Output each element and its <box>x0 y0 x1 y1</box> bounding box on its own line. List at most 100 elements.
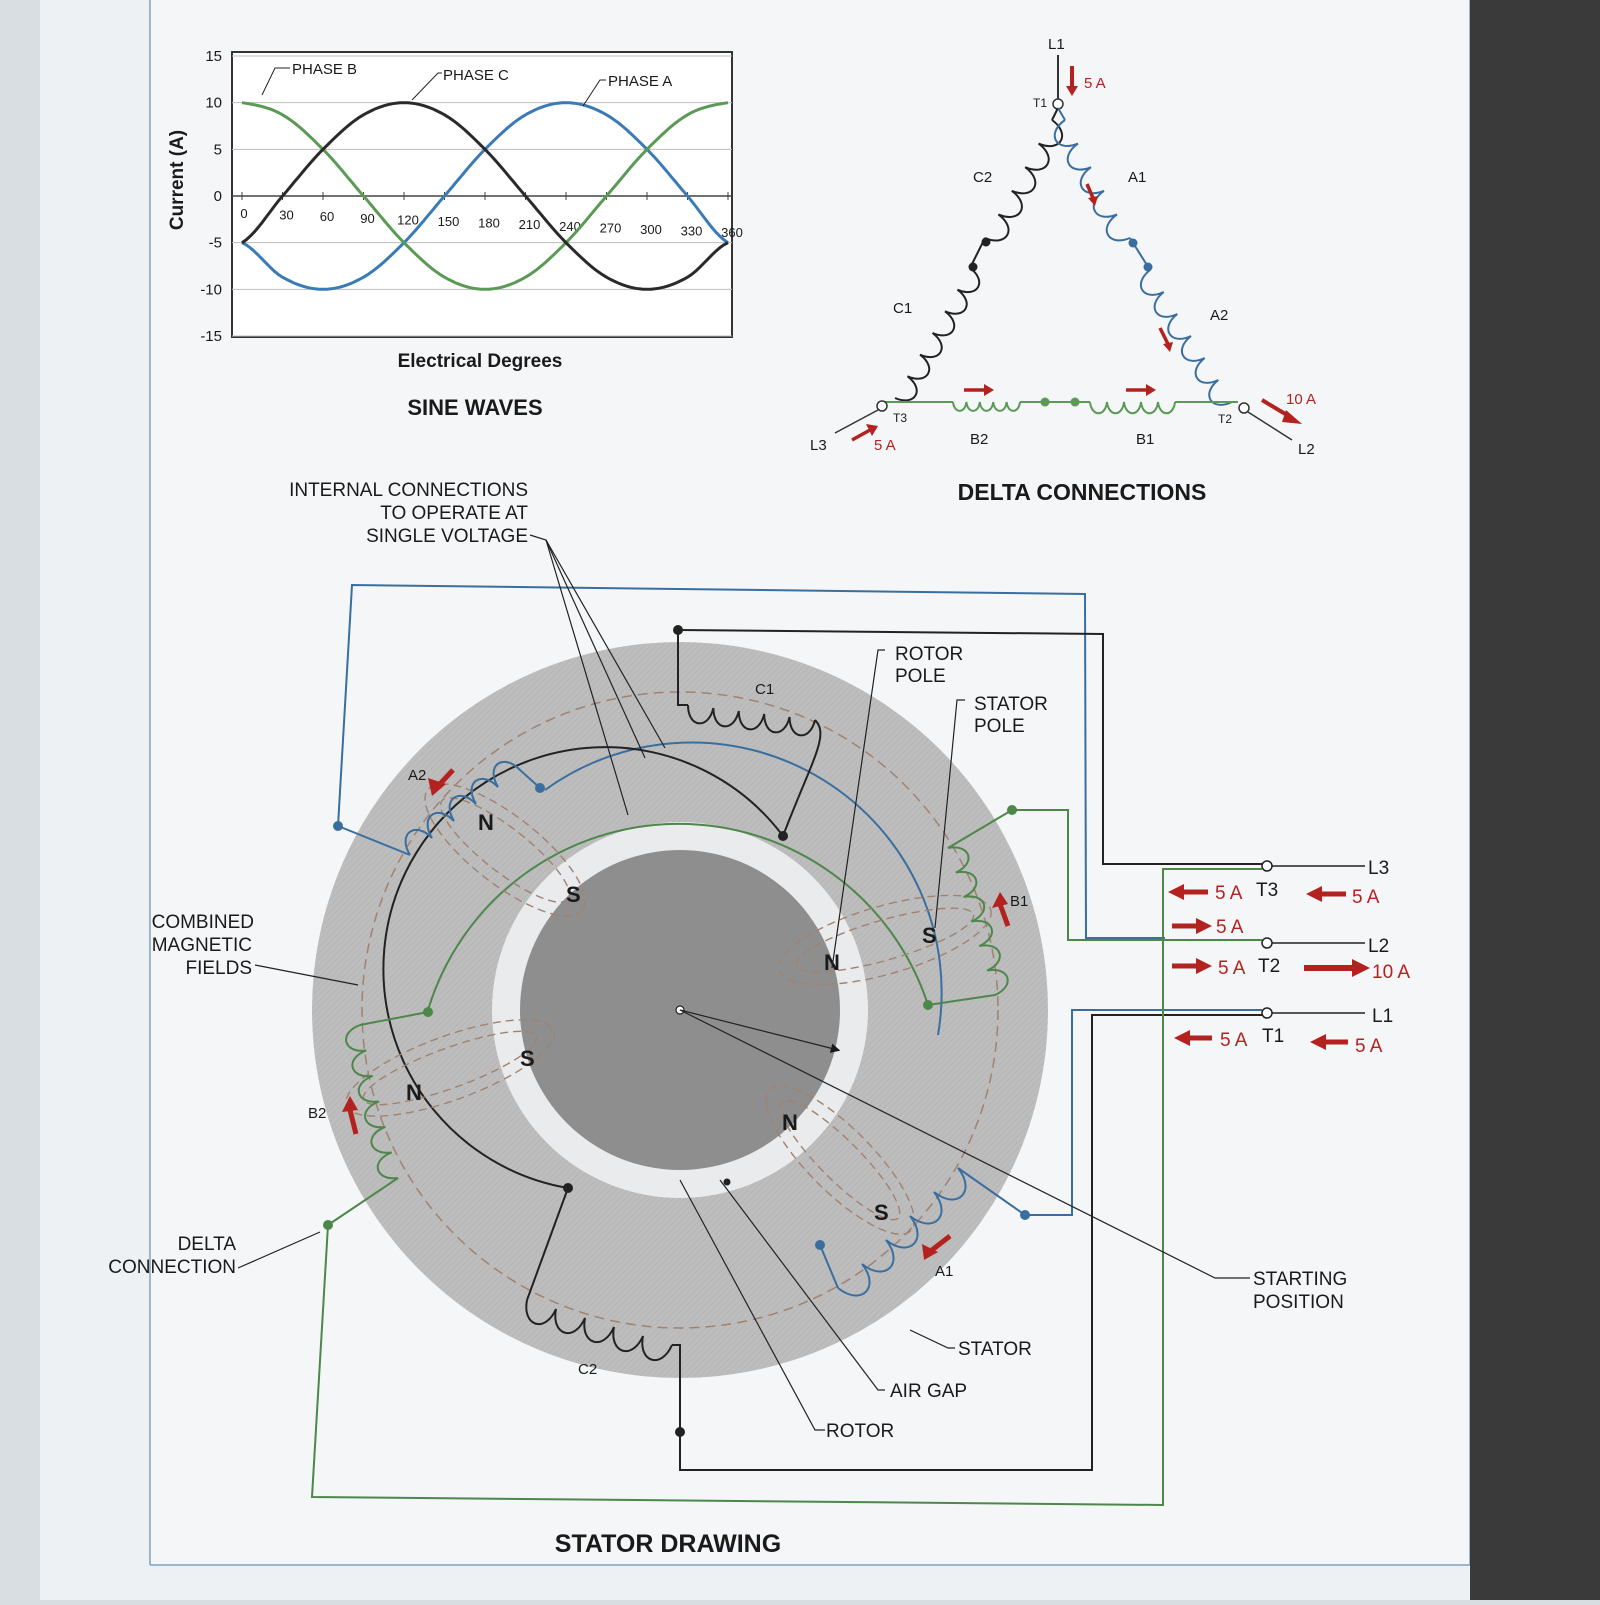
l2-wire <box>1247 411 1293 441</box>
green-external-wire-b2 <box>310 868 1262 1507</box>
callout-rotor-pole-2: POLE <box>895 666 946 687</box>
b-junction-dot-2 <box>1070 397 1080 407</box>
b1-lead <box>947 809 1013 849</box>
x-tick-label: 270 <box>600 220 622 235</box>
y-tick-label: -5 <box>209 235 222 252</box>
y-axis-label: Current (A) <box>167 130 188 230</box>
stator-t1-label: T1 <box>1262 1026 1284 1047</box>
t1-current-arrows: 5 A 5 A <box>1174 1030 1383 1057</box>
junction-c1-top <box>673 625 683 635</box>
phase-b-label: PHASE B <box>292 61 357 78</box>
pole-n-a2: N <box>478 810 494 835</box>
callout-delta-1: DELTA <box>178 1234 237 1255</box>
stator-l1-label: L1 <box>1372 1006 1393 1027</box>
l3-wire <box>834 409 879 434</box>
delta-a2-label: A2 <box>1210 307 1228 324</box>
c1-lead <box>677 630 688 706</box>
callout-stator-pole-1: STATOR <box>974 694 1048 715</box>
field-loop-a2 <box>424 783 586 917</box>
stator-title: STATOR DRAWING <box>555 1530 781 1558</box>
stator-drawing: N S N S S N N S C1 C2 A2 B1 B2 A1 <box>108 480 1410 1558</box>
blue-external-wire <box>337 583 1165 939</box>
stator-t3-label: T3 <box>1256 880 1278 901</box>
l3-current-arrow <box>851 428 871 442</box>
callout-delta-2: CONNECTION <box>108 1257 236 1278</box>
t2-terminal-ext <box>1261 937 1273 949</box>
green-external-wire-b1 <box>1012 809 1262 941</box>
field-loop-b1 <box>778 894 992 986</box>
stator-coil-a2 <box>404 760 521 856</box>
a-junction-dot-2 <box>1143 262 1153 272</box>
junction-a2-inner <box>535 783 545 793</box>
stator-a1-arrowhead <box>922 1244 938 1260</box>
pole-s-left: S <box>520 1046 535 1071</box>
junction-b2-outer <box>323 1220 333 1230</box>
stator-c1-label: C1 <box>755 681 774 698</box>
t2-current-arrows: 5 A 5 A 10 A <box>1172 917 1410 983</box>
a2-lead <box>337 825 411 856</box>
x-tick-label: 150 <box>438 214 460 229</box>
x-tick-label: 360 <box>721 225 743 240</box>
callout-combined-3: FIELDS <box>185 958 252 979</box>
stator-t2-label: T2 <box>1258 956 1280 977</box>
junction-a1-inner <box>815 1240 825 1250</box>
x-tick-label: 240 <box>559 219 581 234</box>
l2-arrowhead <box>1282 410 1302 424</box>
callout-internal-2: TO OPERATE AT <box>380 503 528 524</box>
stator-b1-arrowhead <box>992 892 1008 908</box>
stator-l2-label: L2 <box>1368 936 1389 957</box>
chart-title: SINE WAVES <box>407 395 542 420</box>
x-tick-label: 300 <box>640 222 662 237</box>
delta-coil-c2 <box>984 119 1064 242</box>
y-tick-label: -15 <box>200 328 222 345</box>
a1-current-arrow <box>1085 183 1095 199</box>
delta-t1-label: T1 <box>1033 96 1047 110</box>
stator-a2-arrowhead <box>428 778 446 796</box>
a1-return <box>957 1167 1026 1216</box>
callout-rotor: ROTOR <box>826 1421 894 1442</box>
stator-b1-arrow <box>997 903 1011 927</box>
internal-connection-black <box>382 746 784 1189</box>
x-tick-label: 60 <box>320 209 334 224</box>
phase-a-leader <box>582 79 606 107</box>
callout-internal-3: SINGLE VOLTAGE <box>366 526 528 547</box>
series-line-phase-c <box>241 101 729 291</box>
x-tick-label: 210 <box>519 217 541 232</box>
delta-coil-a2 <box>1139 269 1233 406</box>
field-loop-b2-inner <box>362 1030 538 1106</box>
t1-right-current: 5 A <box>1355 1036 1383 1057</box>
starting-position-arrow <box>679 1009 841 1053</box>
x-tick-label: 330 <box>681 224 703 239</box>
l1-arrowhead <box>1066 86 1078 96</box>
delta-coil-b1 <box>1089 401 1176 415</box>
pole-s-upper: S <box>566 882 581 907</box>
blue-external-wire-a1 <box>1025 1009 1262 1216</box>
field-loop-a1 <box>765 1085 915 1235</box>
y-tick-label: 0 <box>214 188 222 205</box>
x-tick-label: 90 <box>360 211 374 226</box>
callout-stator: STATOR <box>958 1339 1032 1360</box>
stator-a1-arrow <box>930 1234 952 1252</box>
stator-coil-b2 <box>345 1024 399 1180</box>
t3-current-arrows: 5 A 5 A <box>1168 883 1380 908</box>
delta-a1-label: A1 <box>1128 169 1146 186</box>
stator-c2-label: C2 <box>578 1361 597 1378</box>
junction-b2-inner <box>423 1007 433 1017</box>
y-tick-label: 5 <box>214 141 222 158</box>
l3-arrowhead <box>866 424 878 436</box>
pole-s-b1: S <box>922 923 937 948</box>
pole-n-b2: N <box>406 1080 422 1105</box>
delta-t3-label: T3 <box>893 411 907 425</box>
page-edge-shadow <box>1470 0 1600 1600</box>
callout-rotor-pole-1: ROTOR <box>895 644 963 665</box>
black-external-wire-c1 <box>677 629 1262 865</box>
x-tick-label: 120 <box>397 212 419 227</box>
stator-b2-arrow <box>347 1109 359 1135</box>
stator-b2-arrowhead <box>342 1096 358 1112</box>
t3-left-current: 5 A <box>1215 883 1243 904</box>
delta-title: DELTA CONNECTIONS <box>958 479 1207 505</box>
a2-current-arrow <box>1158 327 1170 345</box>
phase-a-label: PHASE A <box>608 73 672 90</box>
